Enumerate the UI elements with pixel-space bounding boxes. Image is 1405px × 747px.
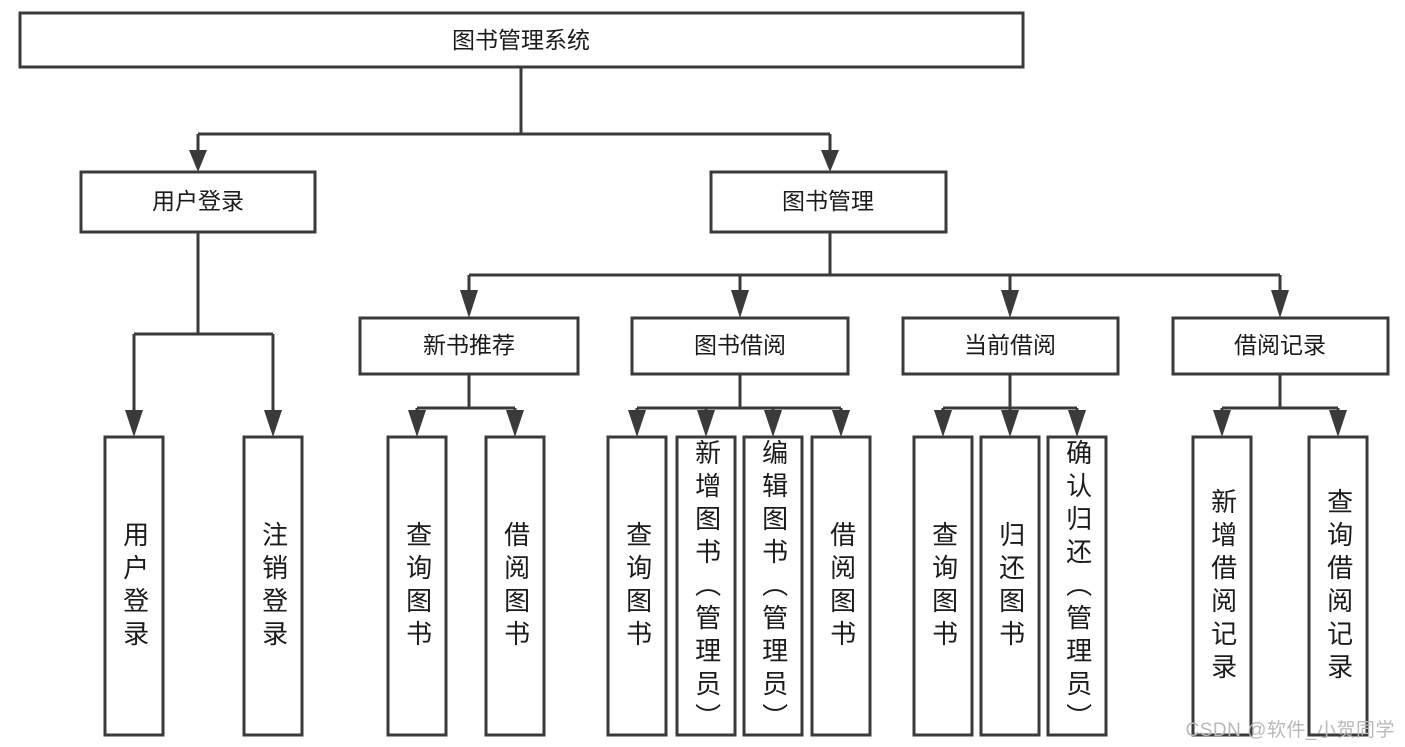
node-new-book-recommend-label: 新书推荐: [423, 332, 515, 358]
arrow-bookmgmt-to-newbook: [460, 290, 478, 318]
leaf-box-add-book-admin[interactable]: [675, 435, 737, 737]
leaf-label-query-book-current: 查询图书: [928, 521, 959, 653]
arrow-root-to-user-login: [189, 150, 207, 172]
leaf-box-borrow-book[interactable]: [810, 435, 872, 737]
leaf-label-return-book: 归还图书: [995, 521, 1026, 653]
leaf-box-query-book-borrow[interactable]: [606, 435, 668, 737]
arrow-userlogin-leaf2: [264, 410, 282, 437]
leaf-logout-login[interactable]: 注销登录: [244, 437, 302, 735]
horizontal-nodes-group: [18, 11, 1390, 376]
arrow-bookmgmt-to-current: [1001, 290, 1019, 318]
leaf-box-add-borrow-record[interactable]: [1191, 435, 1253, 737]
leaf-label-confirm-return-admin: 确认归还（管理员）: [1062, 439, 1093, 735]
leaf-box-query-book-current[interactable]: [912, 435, 974, 737]
leaf-label-query-borrow-record: 查询借阅记录: [1323, 488, 1354, 686]
node-current-borrow-box[interactable]: [901, 316, 1120, 376]
node-current-borrow-label: 当前借阅: [964, 332, 1056, 358]
arrow-record-leaf2: [1329, 410, 1347, 437]
arrow-userlogin-leaf1: [125, 410, 143, 437]
leaf-label-edit-book-admin: 编辑图书（管理员）: [758, 439, 789, 735]
leaf-label-query-book-borrow: 查询图书: [622, 521, 653, 653]
node-book-management-box[interactable]: [709, 170, 948, 234]
leaf-return-book[interactable]: 归还图书: [981, 437, 1039, 735]
leaf-label-logout-login: 注销登录: [258, 521, 289, 653]
horizontal-labels-group: 图书管理系统 用户登录 图书管理 新书推荐 图书借阅 当前借阅 借阅记录: [152, 27, 1326, 358]
leaf-borrow-book-recommend[interactable]: 借阅图书: [486, 437, 544, 735]
arrow-borrow-leaf4: [832, 410, 850, 437]
arrow-borrow-leaf3: [764, 410, 782, 437]
node-book-borrow-box[interactable]: [630, 316, 850, 376]
node-new-book-recommend-box[interactable]: [358, 316, 580, 376]
leaf-user-login[interactable]: 用户登录: [105, 437, 163, 735]
node-borrow-record-label: 借阅记录: [1234, 332, 1326, 358]
leaf-box-return-book[interactable]: [979, 435, 1041, 737]
node-root-box[interactable]: [18, 11, 1025, 69]
arrow-borrow-leaf1: [628, 410, 646, 437]
arrow-record-leaf1: [1213, 410, 1231, 437]
leaf-box-confirm-return-admin[interactable]: [1046, 435, 1108, 737]
leaf-query-book-current[interactable]: 查询图书: [914, 437, 972, 735]
leaf-box-edit-book-admin[interactable]: [742, 435, 804, 737]
leaf-label-borrow-book-recommend: 借阅图书: [500, 521, 531, 653]
node-book-management-label: 图书管理: [782, 188, 874, 214]
leaf-label-user-login: 用户登录: [119, 521, 150, 653]
csdn-watermark: CSDN @软件_小贺同学: [1185, 720, 1395, 741]
node-root-label: 图书管理系统: [452, 27, 590, 53]
leaf-label-add-book-admin: 新增图书（管理员）: [691, 439, 722, 735]
leaf-add-book-admin[interactable]: 新增图书（管理员）: [677, 437, 735, 735]
leaf-label-query-book-recommend: 查询图书: [402, 521, 433, 653]
arrow-current-leaf2: [1001, 410, 1019, 437]
node-book-borrow-label: 图书借阅: [694, 332, 786, 358]
leaf-box-query-borrow-record[interactable]: [1307, 435, 1369, 737]
leaf-query-book-recommend[interactable]: 查询图书: [388, 437, 446, 735]
arrow-newbook-leaf2: [506, 410, 524, 437]
connectors-group: [125, 67, 1347, 437]
node-user-login-label: 用户登录: [152, 188, 244, 214]
arrow-newbook-leaf1: [408, 410, 426, 437]
node-user-login-box[interactable]: [79, 170, 317, 234]
leaf-box-user-login[interactable]: [103, 435, 165, 737]
leaf-add-borrow-record[interactable]: 新增借阅记录: [1193, 437, 1251, 735]
arrow-current-leaf1: [934, 410, 952, 437]
arrow-borrow-leaf2: [697, 410, 715, 437]
leaf-borrow-book[interactable]: 借阅图书: [812, 437, 870, 735]
leaf-box-borrow-book-recommend[interactable]: [484, 435, 546, 737]
arrow-current-leaf3: [1068, 410, 1086, 437]
leaf-label-borrow-book: 借阅图书: [826, 521, 857, 653]
leaf-query-borrow-record[interactable]: 查询借阅记录: [1309, 437, 1367, 735]
leaf-confirm-return-admin[interactable]: 确认归还（管理员）: [1048, 437, 1106, 735]
leaf-box-logout-login[interactable]: [242, 435, 304, 737]
leaf-query-book-borrow[interactable]: 查询图书: [608, 437, 666, 735]
arrow-root-to-book-mgmt: [821, 150, 839, 172]
arrow-bookmgmt-to-record: [1271, 290, 1289, 318]
leaf-edit-book-admin[interactable]: 编辑图书（管理员）: [744, 437, 802, 735]
leaf-box-query-book-recommend[interactable]: [386, 435, 448, 737]
leaf-label-add-borrow-record: 新增借阅记录: [1207, 488, 1238, 686]
node-borrow-record-box[interactable]: [1171, 316, 1390, 376]
arrow-bookmgmt-to-borrow: [731, 290, 749, 318]
leaf-nodes-group: [103, 435, 1369, 737]
